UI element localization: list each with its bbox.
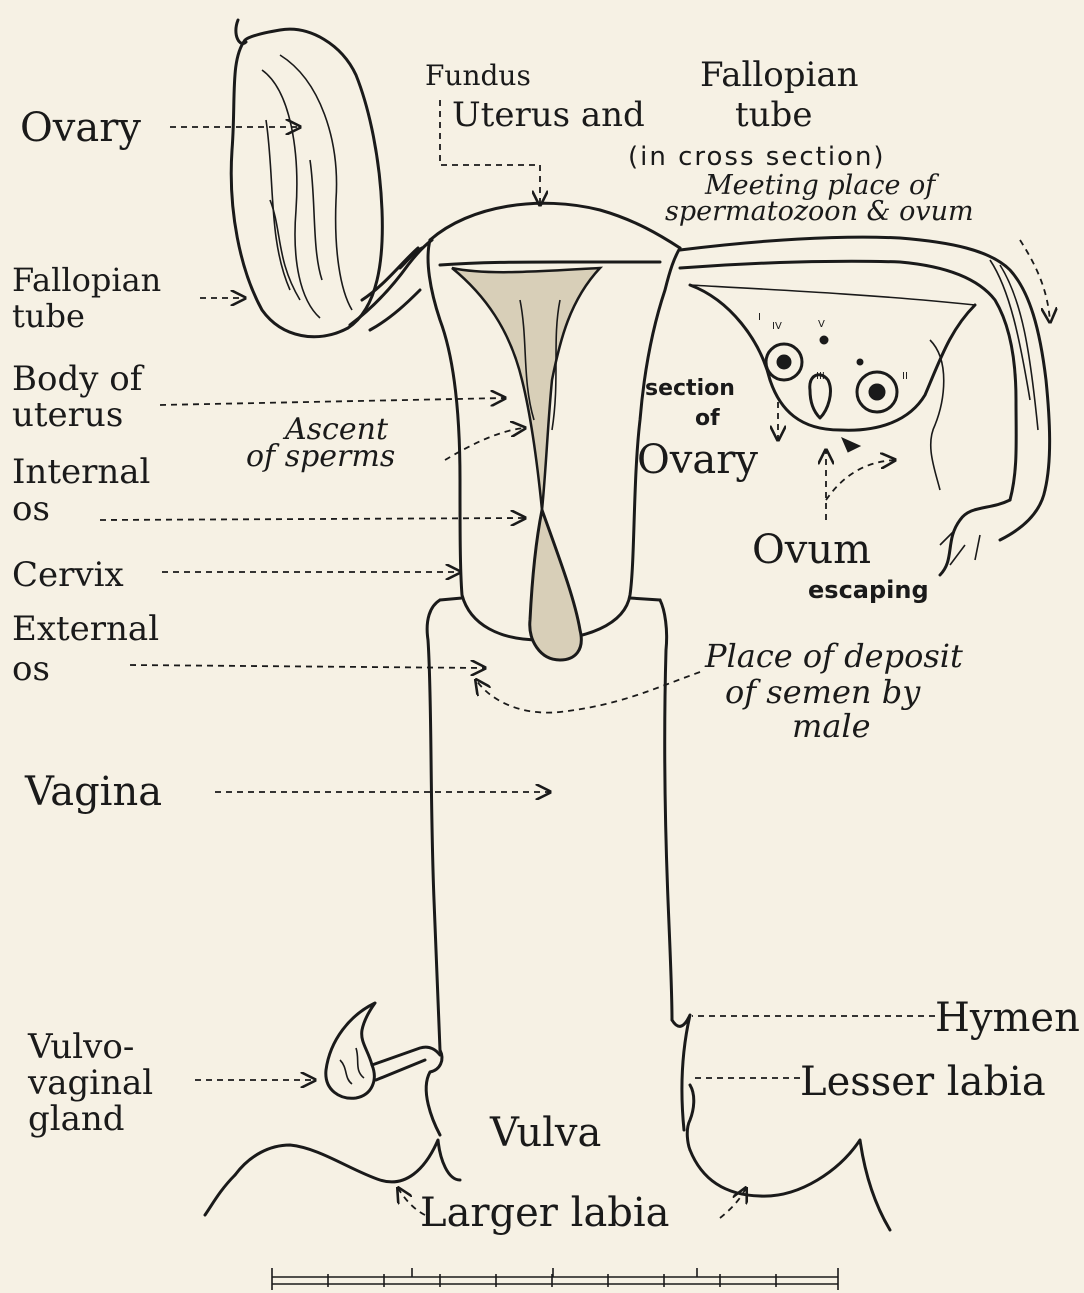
label-section-of-1: section [645, 378, 735, 400]
label-deposit-1: Place of deposit [705, 640, 963, 672]
label-cross-section: (in cross section) [628, 144, 886, 170]
fallopian-tube-left-drawing [350, 240, 432, 330]
follicle-label-I: I [758, 313, 761, 323]
label-deposit-2: of semen by [725, 676, 920, 708]
label-fundus: Fundus [425, 62, 531, 90]
label-meeting-place-1: Meeting place of [705, 172, 935, 199]
label-ovum-1: Ovum [752, 530, 871, 570]
label-internal-os-1: Internal [12, 455, 150, 489]
ovary-left-drawing [231, 20, 382, 337]
vagina-drawing [427, 598, 672, 1050]
follicle-label-III: III [816, 372, 825, 382]
scale-bar [272, 1268, 838, 1290]
label-hymen: Hymen [935, 998, 1080, 1038]
label-uterus-and: Uterus and [452, 98, 645, 132]
label-larger-labia: Larger labia [420, 1193, 670, 1233]
label-vulvo-1: Vulvo- [28, 1030, 134, 1064]
label-vulvo-3: gland [28, 1102, 125, 1136]
label-body-of-uterus-1: Body of [12, 362, 142, 396]
label-ascent-2: of sperms [246, 442, 395, 472]
label-section-of-2: of [695, 408, 720, 430]
label-internal-os-2: os [12, 492, 50, 526]
label-body-of-uterus-2: uterus [12, 398, 123, 432]
label-external-os-2: os [12, 652, 50, 686]
label-external-os-1: External [12, 612, 159, 646]
follicle-label-IV: IV [772, 322, 782, 332]
label-lesser-labia: Lesser labia [800, 1062, 1046, 1102]
label-deposit-3: male [792, 710, 871, 742]
label-fallopian-tube-left-2: tube [12, 300, 85, 332]
label-meeting-place-2: spermatozoon & ovum [665, 198, 974, 225]
label-fallopian-tube-top-2: tube [735, 98, 812, 132]
label-vulvo-2: vaginal [28, 1066, 153, 1100]
follicle-label-II: II [902, 372, 908, 382]
vulvo-vaginal-gland-drawing [326, 1003, 440, 1098]
uterus-drawing [428, 203, 680, 660]
follicle-label-V: V [818, 320, 825, 330]
label-vagina: Vagina [25, 772, 162, 812]
label-ovary-left: Ovary [20, 108, 141, 148]
label-cervix: Cervix [12, 558, 124, 592]
label-fallopian-tube-top-1: Fallopian [700, 58, 859, 92]
label-ovum-2: escaping [808, 578, 929, 602]
label-vulva: Vulva [490, 1113, 601, 1153]
label-fallopian-tube-left-1: Fallopian [12, 264, 161, 296]
label-ovary-section: Ovary [637, 440, 758, 480]
